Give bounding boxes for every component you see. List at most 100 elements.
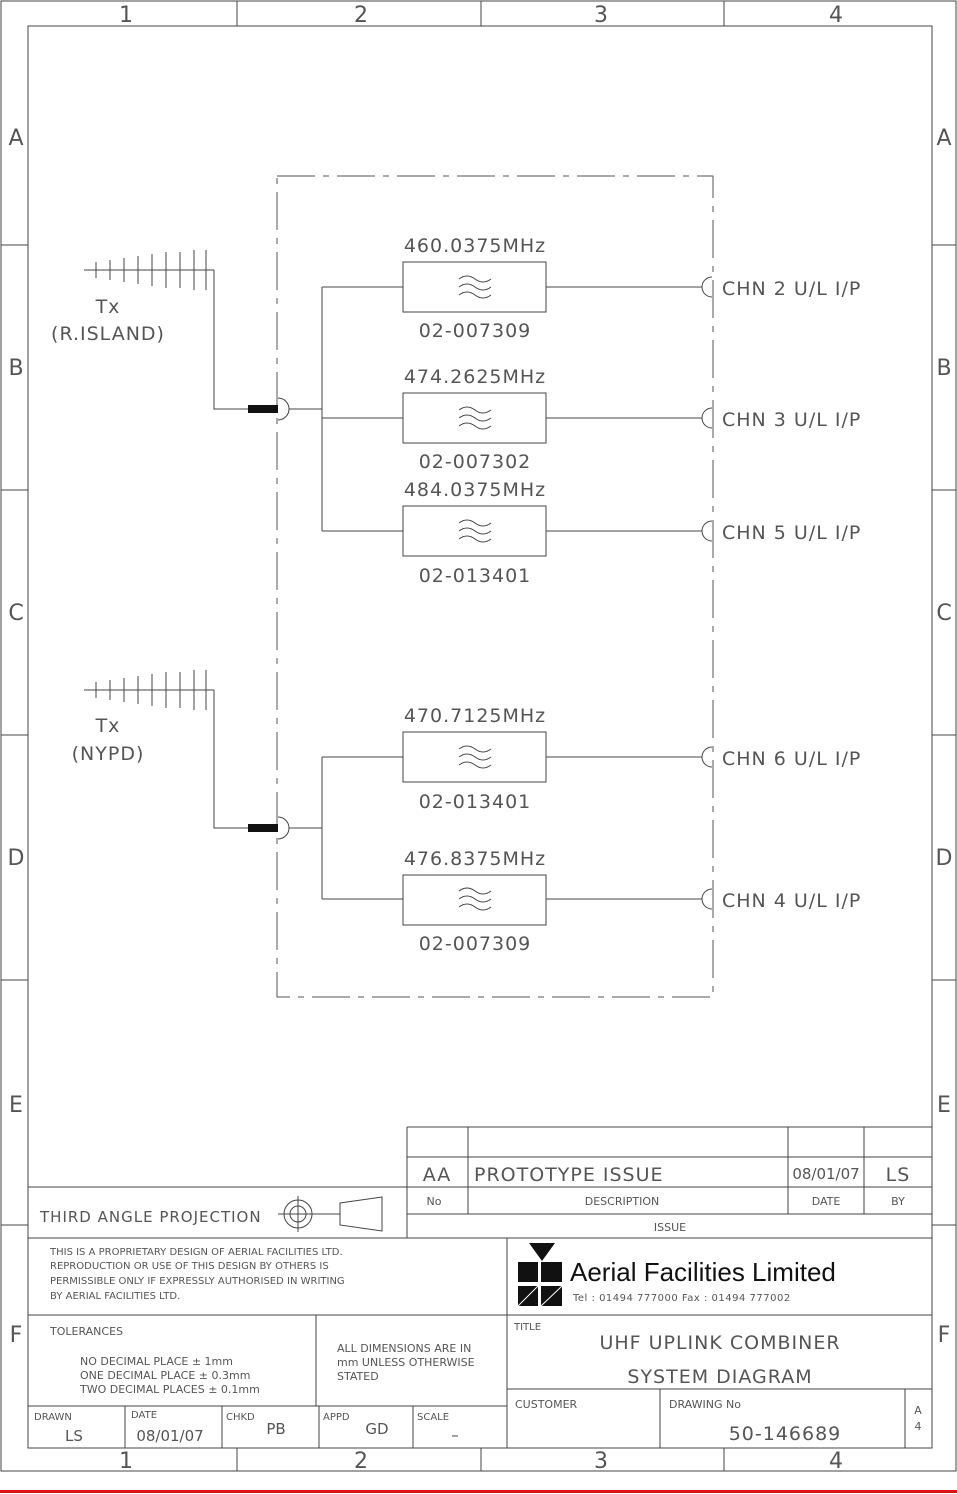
- filter-1: 460.0375MHz 02-007309 CHN 2 U/L I/P: [402, 235, 860, 342]
- input-connector-1-socket: [277, 397, 290, 421]
- transmitter-antenna-1: [84, 250, 248, 410]
- zone-row-f-right: F: [938, 1323, 951, 1348]
- issue-date: 08/01/07: [792, 1165, 859, 1183]
- tolerance-line-3: TWO DECIMAL PLACES ± 0.1mm: [79, 1383, 260, 1396]
- filter-3: 484.0375MHz 02-013401 CHN 5 U/L I/P: [402, 479, 861, 587]
- filter-1-part-number: 02-007309: [419, 320, 532, 342]
- drawn-by: LS: [65, 1427, 83, 1445]
- transmitter-1-label: Tx: [95, 296, 121, 318]
- notice-line-1: THIS IS A PROPRIETARY DESIGN OF AERIAL F…: [49, 1247, 343, 1258]
- tolerances-label: TOLERANCES: [49, 1325, 123, 1338]
- drawing-number: 50-146689: [729, 1423, 842, 1445]
- zone-row-d-right: D: [936, 846, 953, 871]
- issue-number: AA: [423, 1164, 452, 1186]
- drawing-title-line-2: SYSTEM DIAGRAM: [627, 1366, 812, 1388]
- notice-line-3: PERMISSIBLE ONLY IF EXPRESSLY AUTHORISED…: [50, 1276, 345, 1287]
- filter-3-output-label: CHN 5 U/L I/P: [722, 522, 861, 544]
- approved-by: GD: [365, 1420, 388, 1438]
- zone-col-1-bottom: 1: [119, 1449, 133, 1474]
- issue-header-no: No: [427, 1195, 442, 1208]
- title-block: [28, 1126, 932, 1448]
- zone-row-a-right: A: [936, 126, 951, 151]
- issue-header-date: DATE: [812, 1195, 841, 1208]
- output-connector-icon: [701, 407, 713, 429]
- filter-5-box: [402, 874, 547, 926]
- issue-description: PROTOTYPE ISSUE: [474, 1164, 664, 1186]
- issue-header-issue: ISSUE: [654, 1221, 686, 1234]
- zone-row-b-left: B: [8, 356, 23, 381]
- zone-col-2-bottom: 2: [354, 1449, 368, 1474]
- filter-3-frequency: 484.0375MHz: [404, 479, 546, 501]
- zone-row-e-left: E: [9, 1093, 23, 1118]
- zone-row-f-left: F: [10, 1323, 23, 1348]
- filter-2-frequency: 474.2625MHz: [404, 366, 546, 388]
- scale-value: –: [451, 1426, 459, 1444]
- date-label: DATE: [131, 1410, 157, 1421]
- output-connector-icon: [701, 276, 713, 298]
- filter-4: 470.7125MHz 02-013401 CHN 6 U/L I/P: [402, 705, 861, 813]
- input-connector-1: [248, 405, 278, 413]
- zone-col-4-bottom: 4: [829, 1449, 843, 1474]
- tolerance-line-2: ONE DECIMAL PLACE ± 0.3mm: [80, 1369, 250, 1382]
- title-label: TITLE: [513, 1322, 541, 1333]
- transmitter-2-name: (NYPD): [72, 743, 145, 765]
- sheet-size-letter: A: [914, 1404, 922, 1417]
- filter-2-output-label: CHN 3 U/L I/P: [722, 409, 861, 431]
- input-connector-2: [248, 824, 278, 832]
- transmitter-2-label: Tx: [95, 715, 121, 737]
- filter-4-frequency: 470.7125MHz: [404, 705, 546, 727]
- company-name: Aerial Facilities Limited: [570, 1257, 836, 1287]
- filter-4-output-label: CHN 6 U/L I/P: [722, 748, 861, 770]
- dimensions-note-line-3: STATED: [337, 1370, 379, 1383]
- company-contact: Tel : 01494 777000 Fax : 01494 777002: [572, 1293, 791, 1304]
- checked-by: PB: [266, 1420, 285, 1438]
- dimensions-note-line-1: ALL DIMENSIONS ARE IN: [337, 1342, 471, 1355]
- third-angle-projection-icon: [278, 1196, 383, 1232]
- drawing-title-line-1: UHF UPLINK COMBINER: [599, 1332, 840, 1354]
- combiner-enclosure: [276, 175, 714, 998]
- zone-row-b-right: B: [936, 356, 951, 381]
- zone-col-4-top: 4: [829, 3, 843, 28]
- filter-5: 476.8375MHz 02-007309 CHN 4 U/L I/P: [402, 848, 861, 955]
- filter-5-output-label: CHN 4 U/L I/P: [722, 890, 861, 912]
- zone-row-e-right: E: [937, 1093, 951, 1118]
- zone-row-c-left: C: [8, 601, 23, 626]
- input-connector-2-socket: [277, 816, 290, 840]
- dimensions-note-line-2: mm UNLESS OTHERWISE: [337, 1356, 475, 1369]
- projection-label: THIRD ANGLE PROJECTION: [39, 1208, 262, 1226]
- zone-col-1-top: 1: [119, 3, 133, 28]
- bandpass-filter-icon: [458, 406, 492, 430]
- transmitter-1-name: (R.ISLAND): [51, 323, 165, 345]
- issue-by: LS: [886, 1164, 911, 1186]
- approved-label: APPD: [323, 1412, 350, 1423]
- bandpass-filter-icon: [458, 745, 492, 769]
- zone-col-3-bottom: 3: [594, 1449, 608, 1474]
- company-logo: [517, 1243, 563, 1307]
- bandpass-filter-icon: [458, 275, 492, 299]
- zone-row-d-left: D: [8, 846, 25, 871]
- drawing-number-label: DRAWING No: [669, 1398, 741, 1411]
- notice-line-4: BY AERIAL FACILITIES LTD.: [50, 1291, 180, 1302]
- zone-row-c-right: C: [936, 601, 951, 626]
- zone-row-a-left: A: [8, 126, 23, 151]
- tolerance-line-1: NO DECIMAL PLACE ± 1mm: [80, 1355, 233, 1368]
- output-connector-icon: [701, 520, 713, 542]
- issue-header-by: BY: [891, 1195, 905, 1208]
- bandpass-filter-icon: [458, 519, 492, 543]
- filter-4-part-number: 02-013401: [419, 791, 532, 813]
- filter-5-part-number: 02-007309: [419, 933, 532, 955]
- notice-line-2: REPRODUCTION OR USE OF THIS DESIGN BY OT…: [50, 1261, 329, 1272]
- inner-border: [27, 25, 933, 1449]
- zone-col-2-top: 2: [354, 3, 368, 28]
- zone-col-3-top: 3: [594, 3, 608, 28]
- output-connector-icon: [701, 746, 713, 768]
- customer-label: CUSTOMER: [515, 1398, 578, 1411]
- filter-3-part-number: 02-013401: [419, 565, 532, 587]
- drawn-label: DRAWN: [34, 1412, 72, 1423]
- scale-label: SCALE: [417, 1412, 449, 1423]
- output-connector-icon: [701, 888, 713, 910]
- filter-1-frequency: 460.0375MHz: [404, 235, 546, 257]
